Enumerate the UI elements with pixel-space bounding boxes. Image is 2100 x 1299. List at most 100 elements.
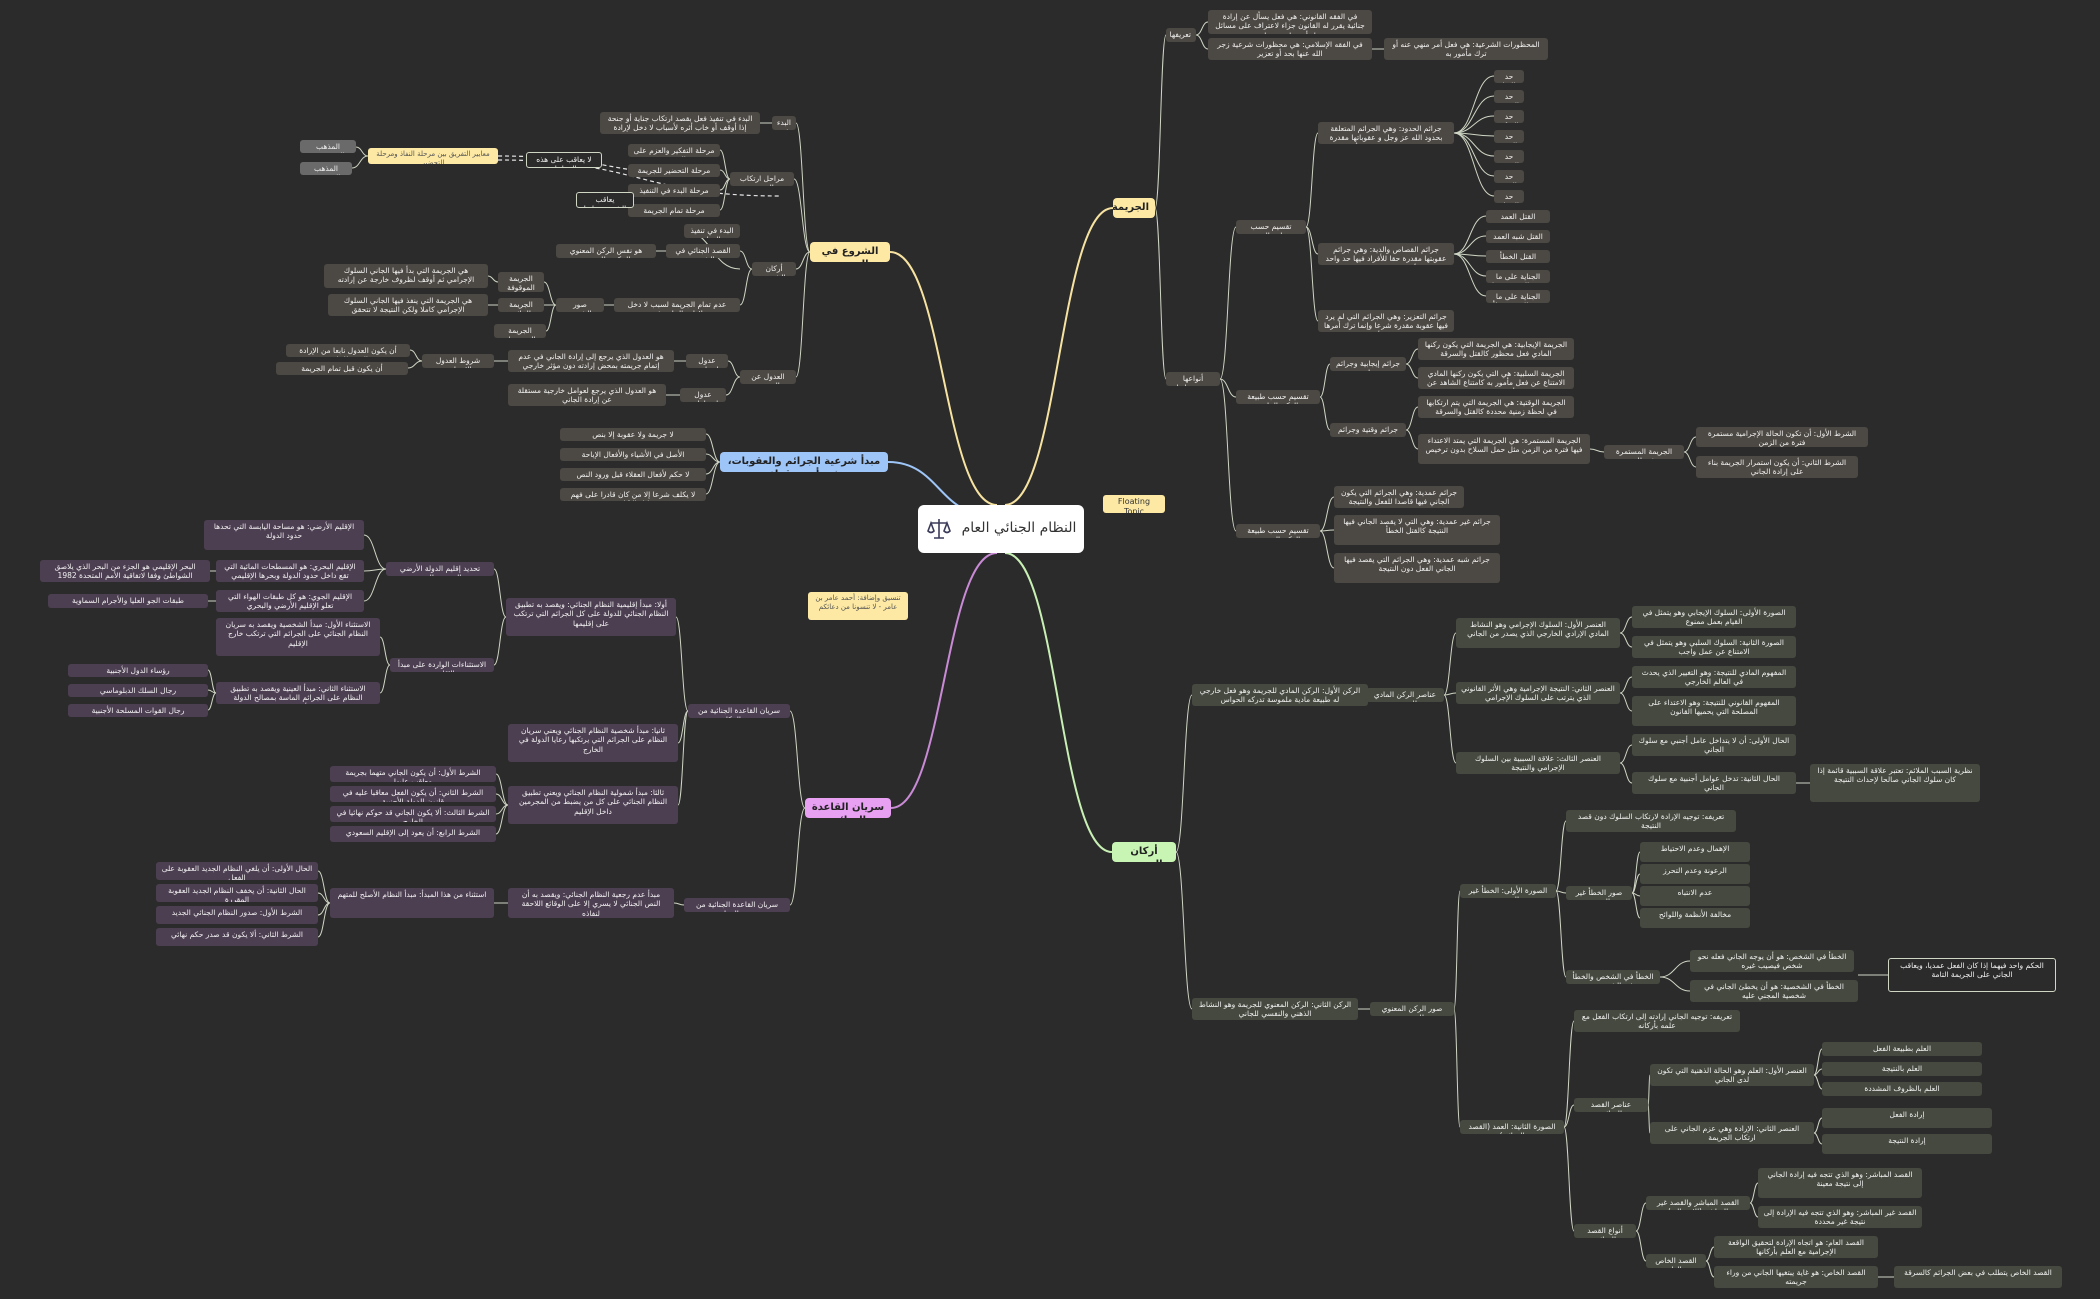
intent-types[interactable]: أنواع القصد الجنائي: [1574, 1224, 1636, 1238]
floating-topic[interactable]: Floating Topic: [1103, 495, 1165, 513]
pillar-intent-desc[interactable]: هو نفس الركن المعنوي المكون للجريمة: [556, 244, 656, 258]
crime-definition[interactable]: تعريفها: [1166, 28, 1196, 42]
legality-rule-1[interactable]: لا جريمة ولا عقوبة إلا بنص: [560, 428, 706, 441]
result-legal[interactable]: المفهوم القانوني للنتيجة: وهو الاعتداء ع…: [1632, 696, 1796, 726]
types-by-material[interactable]: تقسيم حسب طبيعة الركن المادي: [1236, 390, 1320, 404]
element-knowledge[interactable]: العنصر الأول: العلم وهو الحالة الذهنية ا…: [1650, 1064, 1814, 1086]
mistake-definition[interactable]: تعريفه: توجيه الإرادة لارتكاب السلوك دون…: [1566, 810, 1736, 832]
mistake-item-3[interactable]: عدم الانتباه: [1640, 886, 1750, 906]
no-punish-note[interactable]: لا يعاقب على هذه المراحل: [526, 152, 602, 168]
will-item-2[interactable]: إرادة النتيجة: [1822, 1134, 1992, 1154]
direct-intent[interactable]: القصد المباشر: وهو الذي تتجه فيه إرادة ا…: [1758, 1168, 1922, 1198]
condition-item-3[interactable]: الشرط الثالث: ألا يكون الجاني قد حوكم نه…: [330, 806, 496, 822]
land-territory[interactable]: الإقليم الأرضي: هو مساحة اليابسة التي تح…: [204, 520, 364, 550]
exception-2[interactable]: الاستثناء الثاني: مبدأ العينية ويقصد به …: [216, 682, 380, 704]
tazir-crimes[interactable]: جرائم التعزير: وهي الجرائم التي لم يرد ف…: [1318, 310, 1454, 332]
element-result[interactable]: العنصر الثاني: النتيجة الإجرامية وهي الأ…: [1456, 682, 1620, 704]
conduct-positive[interactable]: الصورة الأولى: السلوك الإيجابي وهو يتمثل…: [1632, 606, 1796, 628]
causation-case-2[interactable]: الحال الثانية: تدخل عوامل أجنبية مع سلوك…: [1632, 772, 1796, 794]
qisas-item-5[interactable]: الجناية على ما دون النفس خطأ: [1486, 290, 1550, 303]
attempt-definition-label[interactable]: البدء في تنفيذ فعل بقصد ارتكاب جناية أو …: [772, 116, 796, 130]
exception-1[interactable]: الاستثناء الأول: مبدأ الشخصية ويقصد به س…: [216, 618, 380, 656]
semi-intentional-crime[interactable]: جرائم شبه عمدية: وهي الجرائم التي يقصد ف…: [1334, 553, 1500, 583]
temporal-crime[interactable]: الجريمة الوقتية: هي الجريمة التي يتم ارت…: [1418, 396, 1574, 418]
criteria-note[interactable]: معايير التفريق بين مرحلة النفاذ ومرحلة ا…: [368, 148, 498, 164]
suspended-crime-desc[interactable]: هي الجريمة التي بدأ فيها الجاني السلوك ا…: [324, 264, 488, 288]
subjective-doctrine[interactable]: المذهب الشخصي: [300, 162, 352, 175]
will-item-1[interactable]: إرادة الفعل: [1822, 1108, 1992, 1128]
personal-principle[interactable]: ثانيا: مبدأ شخصية النظام الجنائي ويعني س…: [508, 724, 678, 762]
crime-def-law[interactable]: في الفقه القانوني: هي فعل يسأل عن إرادة …: [1208, 10, 1372, 34]
hudud-item-6[interactable]: حد الردة: [1494, 170, 1524, 183]
direct-indirect[interactable]: القصد المباشر والقصد غير المباشر (الاحتم…: [1646, 1196, 1750, 1210]
exceptions-label[interactable]: الاستثناءات الواردة على مبدأ الإقليمية: [390, 658, 494, 672]
conduct-negative[interactable]: الصورة الثانية: السلوك السلبي وهو يتمثل …: [1632, 636, 1796, 658]
scope-time[interactable]: سريان القاعدة الجنائية من حيث الزمان: [684, 898, 790, 912]
hudud-item-4[interactable]: حد البغي: [1494, 130, 1524, 143]
exc2-item-3[interactable]: رجال القوات المسلحة الأجنبية: [68, 704, 208, 717]
scope-place[interactable]: سريان القاعدة الجنائية من حيث المكان: [688, 704, 790, 718]
positive-crime[interactable]: الجريمة الإيجابية: هي الجريمة التي يكون …: [1418, 338, 1574, 360]
hudud-item-7[interactable]: حد الحرابة: [1494, 190, 1524, 203]
stage-item-4[interactable]: مرحلة تمام الجريمة: [628, 204, 720, 217]
result-material[interactable]: المفهوم المادي للنتيجة: وهو التغيير الذي…: [1632, 666, 1796, 688]
legality-rule-2[interactable]: الأصل في الأشياء والأفعال الإباحة: [560, 448, 706, 461]
qisas-item-2[interactable]: القتل شبه العمد: [1486, 230, 1550, 243]
indirect-intent[interactable]: القصد غير المباشر: وهو الذي تتجه فيه الإ…: [1758, 1206, 1922, 1228]
types-by-penalty[interactable]: تقسيم حسب جسامة العقوبة: [1236, 220, 1306, 234]
exc2-item-1[interactable]: رؤساء الدول الأجنبية: [68, 664, 208, 677]
impossible-crime[interactable]: الجريمة المستحيلة: [494, 324, 546, 338]
element-causation[interactable]: العنصر الثالث: علاقة السببية بين السلوك …: [1456, 752, 1620, 774]
time-item-4[interactable]: الشرط الثاني: ألا يكون قد صدر حكم نهائي: [156, 928, 318, 946]
pillar-intent[interactable]: القصد الجنائي في الشروع: [666, 244, 740, 258]
legality-rule-3[interactable]: لا حكم لأفعال العقلاء قبل ورود النص: [560, 468, 706, 481]
voluntary-cond-1[interactable]: أن يكون العدول نابعا من الإرادة الحرة لل…: [286, 344, 410, 357]
general-special[interactable]: القصد الخاص والعام: [1646, 1254, 1706, 1268]
continuous-cond-1[interactable]: الشرط الأول: أن تكون الحالة الإجرامية مس…: [1696, 427, 1868, 447]
mistake-forms[interactable]: صور الخطأ غير العمدي: [1566, 886, 1632, 900]
territory-definition[interactable]: تحديد إقليم الدولة الأرضي والبحري والجوي: [386, 562, 494, 576]
branch-attempt[interactable]: الشروع في الجريمة: [810, 242, 890, 262]
mistake-item-1[interactable]: الإهمال وعدم الاحتياط: [1640, 842, 1750, 862]
forced-withdraw[interactable]: عدول اضطراري: [680, 388, 726, 402]
condition-item-4[interactable]: الشرط الرابع: أن يعود إلى الإقليم السعود…: [330, 826, 496, 842]
voluntary-withdraw[interactable]: عدول اختياري: [686, 354, 728, 368]
time-item-1[interactable]: الحال الأولى: أن يلغي النظام الجديد العق…: [156, 862, 318, 880]
hudud-item-5[interactable]: حد السرقة: [1494, 150, 1524, 163]
punish-note[interactable]: يعاقب الشخص عليها: [576, 192, 634, 208]
territorial-principle[interactable]: أولا: مبدأ إقليمية النظام الجنائي: ويقصد…: [506, 598, 676, 636]
stage-item-3[interactable]: مرحلة البدء في التنفيذ: [628, 184, 720, 197]
attempt-definition[interactable]: البدء في تنفيذ فعل بقصد ارتكاب جناية أو …: [600, 112, 760, 134]
stage-item-1[interactable]: مرحلة التفكير والعزم على الجريمة: [628, 144, 720, 157]
time-item-3[interactable]: الشرط الأول: صدور النظام الجنائي الجديد: [156, 906, 318, 924]
voluntary-withdraw-desc[interactable]: هو العدول الذي يرجع إلى إرادة الجاني في …: [508, 350, 674, 372]
time-item-2[interactable]: الحال الثانية: أن يخفف النظام الجديد الع…: [156, 884, 318, 902]
temporal-continuous[interactable]: جرائم وقتية وجرائم مستمرة: [1330, 423, 1406, 437]
branch-legality[interactable]: مبدأ شرعية الجرائم والعقوبات، وفيه أربعة…: [720, 452, 888, 472]
continuous-crime[interactable]: الجريمة المستمرة: هي الجريمة التي يمتد ا…: [1418, 434, 1590, 464]
unintentional-crime[interactable]: جرائم غير عمدية: وهي التي لا يقصد الجاني…: [1334, 515, 1500, 545]
causation-case-1[interactable]: الحال الأولى: أن لا يتداخل عامل أجنبي مع…: [1632, 734, 1796, 756]
pillars-label[interactable]: أركان الشروع: [752, 262, 796, 276]
exc2-item-2[interactable]: رجال السلك الدبلوماسي: [68, 684, 208, 697]
knowledge-item-2[interactable]: العلم بالنتيجة: [1822, 1062, 1982, 1076]
credit-note[interactable]: تنسيق وإضافة: أحمد عامر بن عامر - لا تنس…: [808, 592, 908, 620]
element-conduct[interactable]: العنصر الأول: السلوك الإجرامي وهو النشاط…: [1456, 618, 1620, 648]
air-territory-note[interactable]: طبقات الجو العليا والأجرام السماوية: [48, 594, 208, 608]
attempt-images[interactable]: صور الشروع: [556, 298, 604, 312]
crime-def-fiqh[interactable]: في الفقه الإسلامي: هي محظورات شرعية زجر …: [1208, 38, 1372, 60]
crime-def-fiqh-note[interactable]: المحظورات الشرعية: هي فعل أمر منهي عنه أ…: [1384, 38, 1548, 60]
branch-scope[interactable]: سريان القاعدة الجنائية: [805, 798, 891, 818]
withdraw-label[interactable]: العدول عن الجريمة: [740, 370, 796, 384]
moral-pillar[interactable]: الركن الثاني: الركن المعنوي للجريمة وهو …: [1192, 998, 1358, 1020]
general-intent[interactable]: القصد العام: هو اتجاه الإرادة لتحقيق الو…: [1714, 1236, 1878, 1258]
intent-elements[interactable]: عناصر القصد الجنائي: [1574, 1098, 1648, 1112]
voluntary-conditions[interactable]: شروط العدول الاختياري: [422, 354, 494, 368]
failed-crime[interactable]: الجريمة الخائبة: [498, 298, 544, 312]
continuous-cond-2[interactable]: الشرط الثاني: أن يكون استمرار الجريمة بن…: [1696, 456, 1858, 478]
legality-rule-4[interactable]: لا يكلف شرعا إلا من كان قادرا على فهم دل…: [560, 488, 706, 501]
pillar-start[interactable]: البدء في تنفيذ الفعل: [684, 224, 740, 238]
special-intent[interactable]: القصد الخاص: هو غاية يبتغيها الجاني من و…: [1714, 1266, 1878, 1288]
objective-doctrine[interactable]: المذهب الموضوعي: [300, 140, 356, 153]
